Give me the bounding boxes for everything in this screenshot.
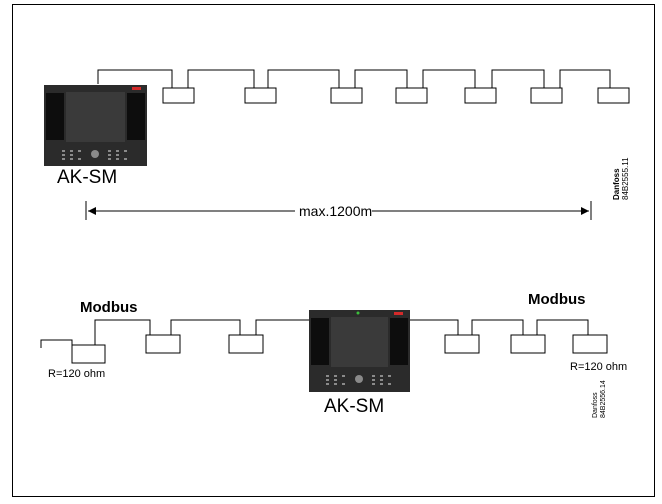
bottom-node-2: [228, 334, 264, 354]
top-bus-wire: [97, 69, 611, 88]
top-node-2: [244, 87, 277, 104]
termination-left-label: R=120 ohm: [48, 368, 106, 380]
controller-top: [44, 85, 147, 166]
bus-left-label: Modbus: [80, 299, 138, 316]
bottom-node-3: [444, 334, 480, 354]
top-node-7: [597, 87, 630, 104]
doc-ref-bottom-line2: 84B2556.14: [600, 380, 607, 418]
distance-dimension-line: [85, 201, 592, 220]
bottom-termination-right: [572, 334, 608, 354]
top-node-5: [464, 87, 497, 104]
doc-ref-top-line2: 84B2555.11: [621, 157, 630, 200]
controller-bottom: [309, 310, 410, 392]
termination-right-label: R=120 ohm: [570, 361, 628, 373]
bottom-right-bus-wire: [410, 319, 589, 335]
doc-ref-bottom: Danfoss 84B2556.14: [592, 380, 608, 418]
bottom-node-1: [145, 334, 181, 354]
doc-ref-bottom-line1: Danfoss: [592, 392, 599, 418]
top-node-1: [162, 87, 195, 104]
dim-arrow-left: [88, 207, 96, 215]
top-node-4: [395, 87, 428, 104]
controller-bottom-label: AK-SM: [324, 396, 385, 417]
doc-ref-top-line1: Danfoss: [612, 168, 621, 200]
bottom-termination-left: [71, 344, 106, 364]
dim-arrow-right: [581, 207, 589, 215]
bottom-node-4: [510, 334, 546, 354]
top-node-6: [530, 87, 563, 104]
doc-ref-top: Danfoss 84B2555.11: [612, 157, 630, 200]
bus-right-label: Modbus: [528, 291, 586, 308]
diagram-frame: [12, 4, 655, 497]
controller-top-label: AK-SM: [57, 167, 118, 188]
top-node-3: [330, 87, 363, 104]
distance-label: max.1200m: [299, 203, 373, 219]
bottom-left-bus-wire: [40, 319, 309, 348]
